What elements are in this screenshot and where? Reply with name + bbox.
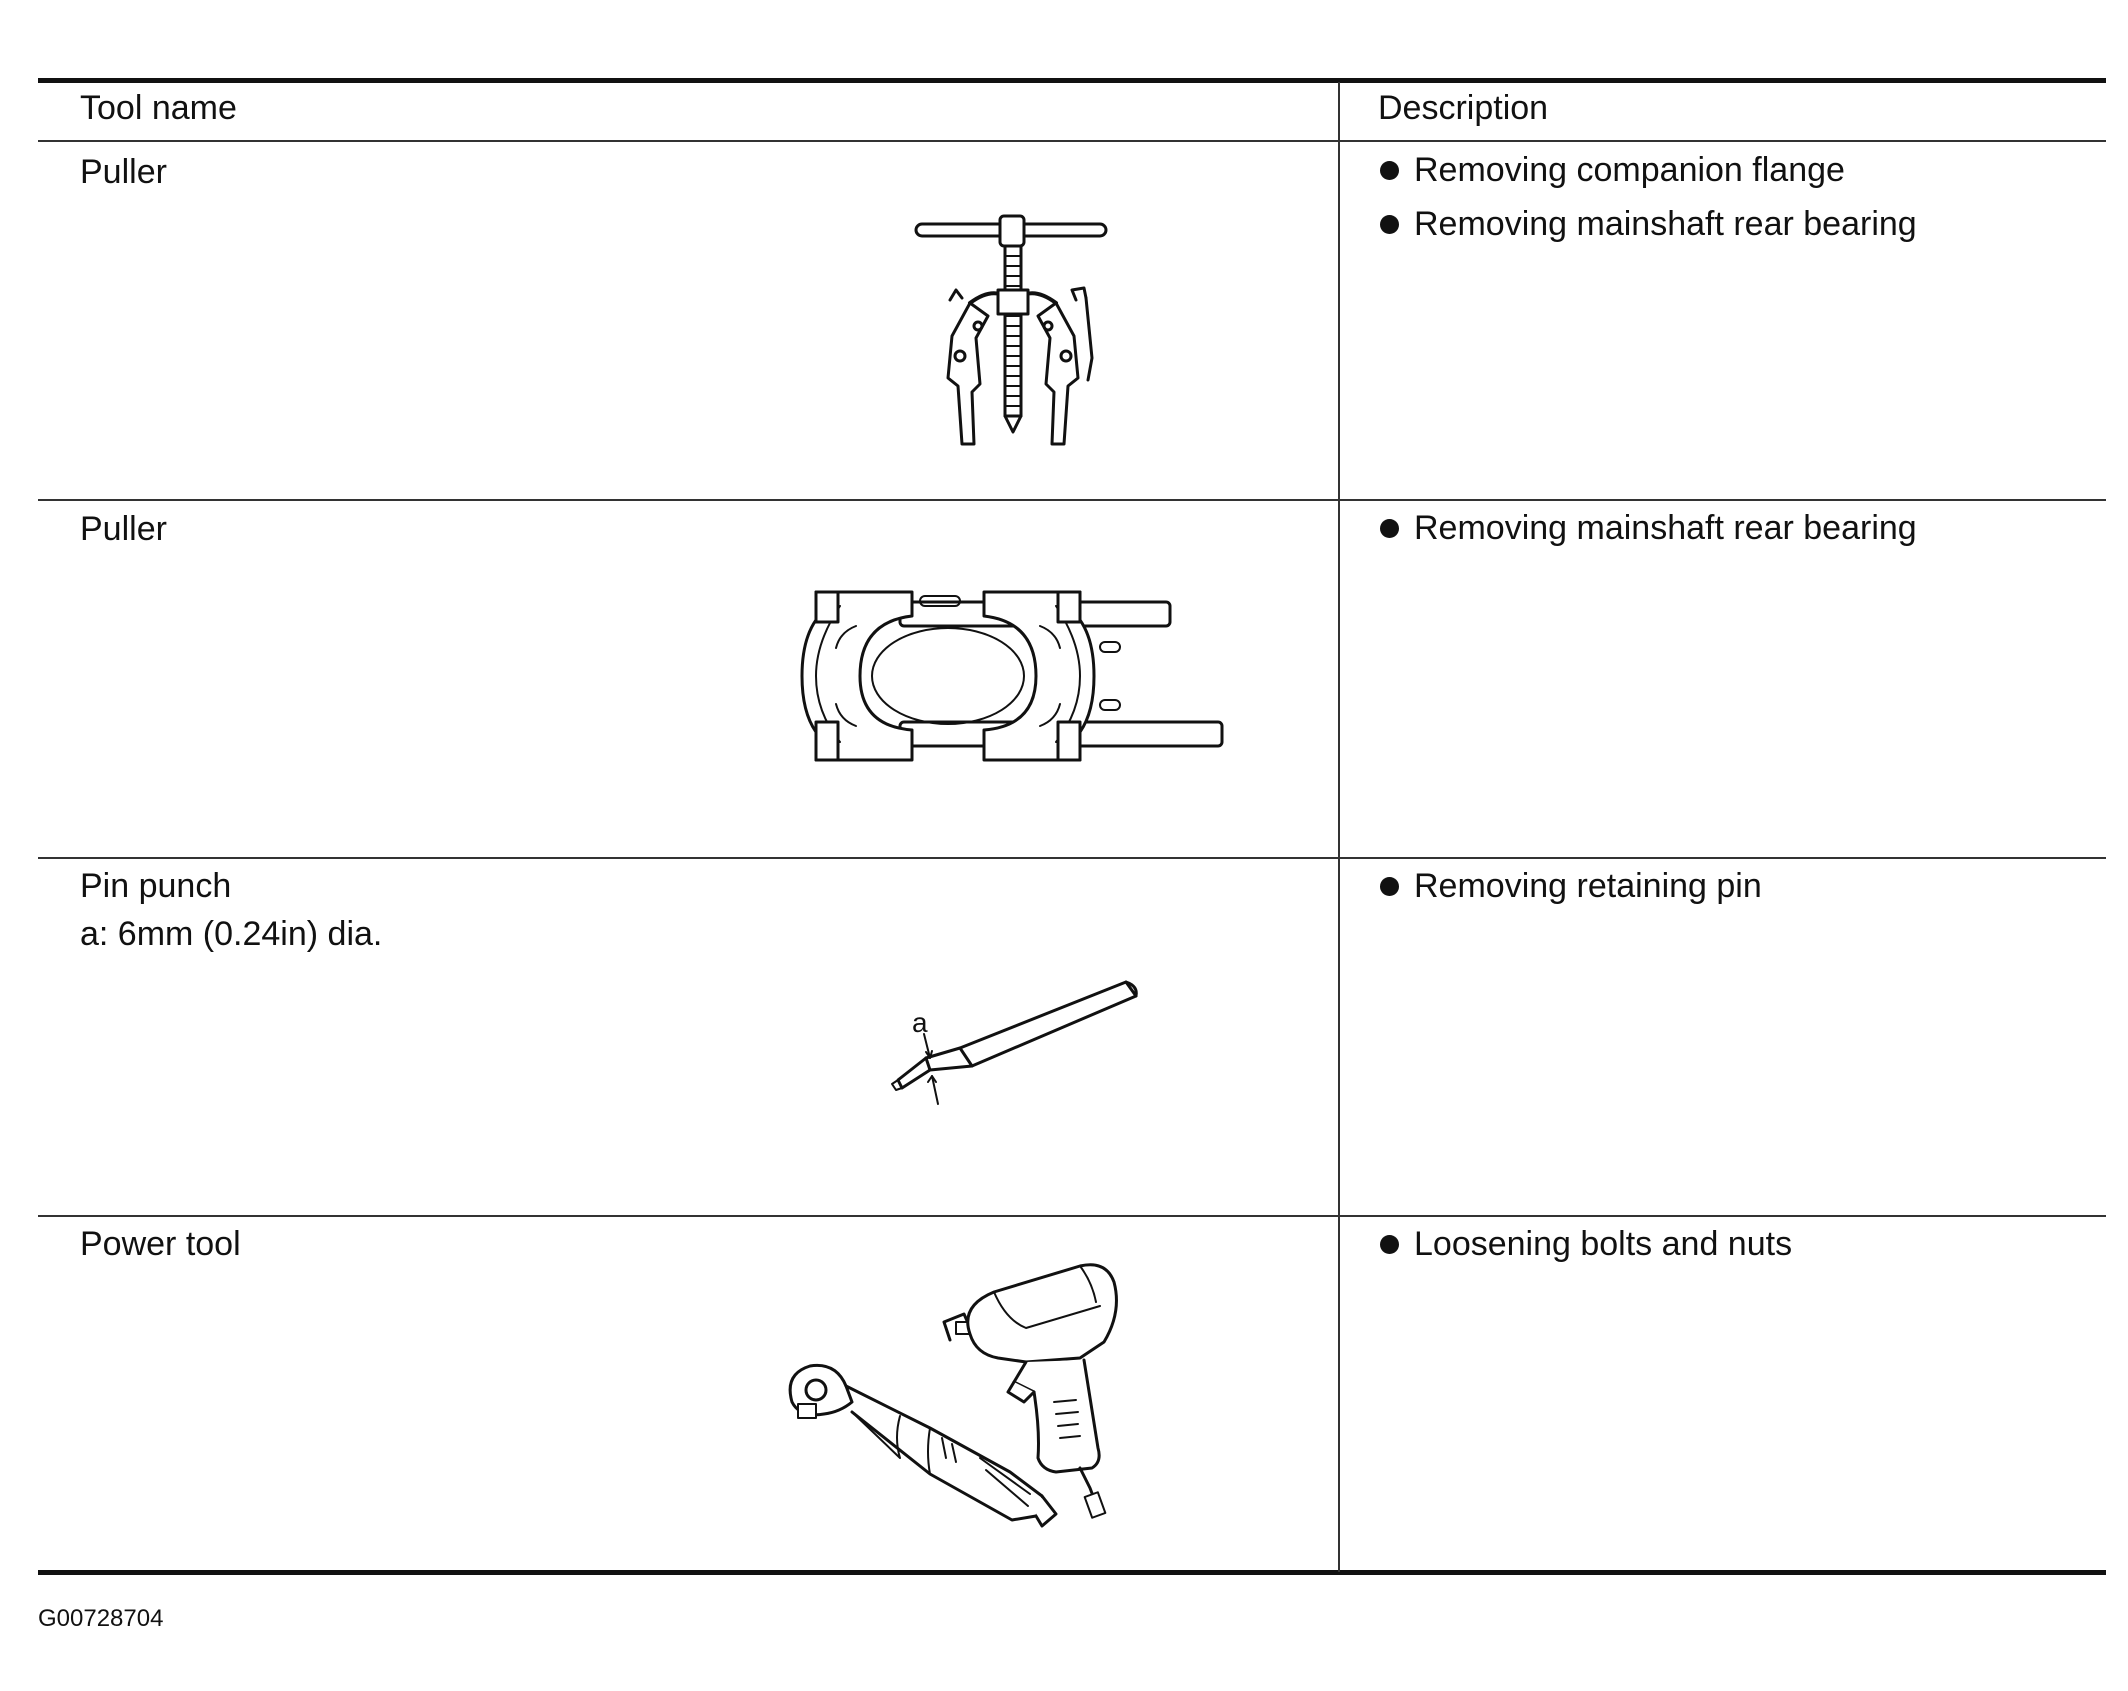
table-bottom-rule bbox=[38, 1570, 2106, 1575]
description-list-row-3: Removing retaining pin bbox=[1378, 866, 1762, 920]
description-item: Removing companion flange bbox=[1378, 150, 1917, 190]
row-divider-3 bbox=[38, 1215, 2106, 1217]
figure-code: G00728704 bbox=[38, 1605, 164, 1632]
row-divider-1 bbox=[38, 499, 2106, 501]
tool-name-label: Pin punch bbox=[80, 867, 232, 905]
bearing-separator-icon bbox=[800, 582, 1230, 772]
description-item: Removing mainshaft rear bearing bbox=[1378, 508, 1917, 548]
air-ratchet-and-impact-wrench-icon bbox=[780, 1262, 1220, 1532]
air-ratchet-icon bbox=[788, 1363, 1058, 1528]
tool-name-label: Puller bbox=[80, 153, 167, 191]
description-list-row-4: Loosening bolts and nuts bbox=[1378, 1224, 1792, 1278]
tool-name-label: Puller bbox=[80, 510, 167, 548]
tool-spec-note: a: 6mm (0.24in) dia. bbox=[80, 915, 383, 953]
tool-name-row-3: Pin punch a: 6mm (0.24in) dia. bbox=[80, 862, 382, 958]
three-jaw-puller-icon bbox=[900, 208, 1120, 448]
tool-name-label: Power tool bbox=[80, 1225, 241, 1263]
header-description: Description bbox=[1378, 89, 1549, 127]
tool-name-row-2: Puller bbox=[80, 505, 167, 553]
header-tool-name: Tool name bbox=[80, 89, 237, 127]
table-top-rule bbox=[38, 78, 2106, 83]
description-item: Removing retaining pin bbox=[1378, 866, 1762, 906]
tool-name-row-4: Power tool bbox=[80, 1220, 241, 1268]
tool-name-row-1: Puller bbox=[80, 148, 167, 196]
description-item: Removing mainshaft rear bearing bbox=[1378, 204, 1917, 244]
description-item: Loosening bolts and nuts bbox=[1378, 1224, 1792, 1264]
pin-punch-icon: a bbox=[880, 976, 1140, 1126]
description-list-row-2: Removing mainshaft rear bearing bbox=[1378, 508, 1917, 562]
dimension-callout-a: a bbox=[912, 1007, 928, 1038]
column-divider bbox=[1338, 82, 1340, 1572]
row-divider-2 bbox=[38, 857, 2106, 859]
impact-wrench-icon bbox=[942, 1263, 1118, 1519]
description-list-row-1: Removing companion flange Removing mains… bbox=[1378, 150, 1917, 258]
header-bottom-rule bbox=[38, 140, 2106, 142]
